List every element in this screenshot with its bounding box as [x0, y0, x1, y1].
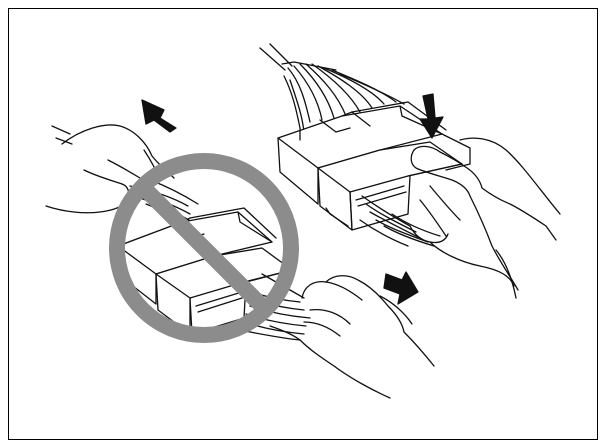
wire-bundle-top-right: [259, 43, 405, 133]
prohibited-icon: [109, 153, 299, 343]
correct-method-group: [259, 43, 561, 299]
arrow-down-right-icon: [383, 271, 419, 305]
wire-bundle-lower-right: [359, 195, 441, 247]
figure-frame: [8, 8, 598, 440]
arrow-down-icon: [419, 93, 444, 139]
arrow-up-left-icon: [141, 99, 177, 133]
hand-right-pressing: [409, 137, 561, 299]
hand-right-pulling: [269, 275, 435, 399]
